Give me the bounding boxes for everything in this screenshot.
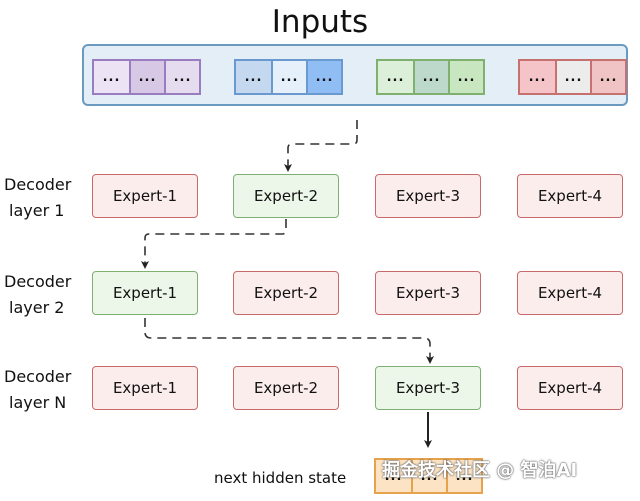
layer-n-expert-4: Expert-4	[517, 366, 623, 410]
input-token: ...	[413, 61, 448, 93]
input-token: ...	[590, 61, 625, 93]
layer-2-label: Decoder layer 2	[4, 269, 94, 321]
layer-1-expert-1: Expert-1	[92, 174, 198, 218]
input-token-group-4: ... ... ...	[518, 59, 627, 95]
input-token: ...	[236, 61, 271, 93]
input-token: ...	[164, 61, 199, 93]
layer-label-line: Decoder	[4, 272, 72, 291]
output-token: ...	[411, 460, 446, 492]
layer-1-expert-4: Expert-4	[517, 174, 623, 218]
layer-1-expert-2: Expert-2	[233, 174, 339, 218]
output-token: ...	[376, 460, 411, 492]
layer-2-expert-4: Expert-4	[517, 271, 623, 315]
route-input-to-layer1	[284, 120, 358, 172]
inputs-panel: ... ... ... ... ... ... ... ... ... ... …	[82, 44, 628, 106]
layer-label-line: layer 2	[9, 298, 65, 317]
layer-2-expert-3: Expert-3	[375, 271, 481, 315]
input-token: ...	[378, 61, 413, 93]
watermark: 掘金技术社区 @ 智泊AI	[382, 460, 578, 481]
route-layer1-to-layer2	[141, 219, 287, 269]
output-token: ...	[446, 460, 481, 492]
layer-1-expert-3: Expert-3	[375, 174, 481, 218]
next-hidden-state-label: next hidden state	[214, 469, 347, 487]
layer-n-expert-2: Expert-2	[233, 366, 339, 410]
input-token: ...	[94, 61, 129, 93]
layer-n-expert-3: Expert-3	[375, 366, 481, 410]
inputs-title: Inputs	[271, 4, 369, 40]
layer-label-line: Decoder	[4, 175, 72, 194]
layer-2-expert-1: Expert-1	[92, 271, 198, 315]
layer-n-expert-1: Expert-1	[92, 366, 198, 410]
layer-label-line: Decoder	[4, 367, 72, 386]
layer-n-label: Decoder layer N	[4, 364, 94, 416]
input-token: ...	[448, 61, 483, 93]
input-token-group-1: ... ... ...	[92, 59, 201, 95]
route-layer2-to-layerN	[144, 318, 434, 364]
input-token: ...	[306, 61, 341, 93]
input-token-group-2: ... ... ...	[234, 59, 343, 95]
input-token: ...	[555, 61, 590, 93]
layer-label-line: layer 1	[9, 201, 65, 220]
input-token: ...	[129, 61, 164, 93]
layer-label-line: layer N	[9, 393, 67, 412]
layer-2-expert-2: Expert-2	[233, 271, 339, 315]
input-token-group-3: ... ... ...	[376, 59, 485, 95]
layer-1-label: Decoder layer 1	[4, 172, 94, 224]
input-token: ...	[520, 61, 555, 93]
output-token-group: ... ... ...	[374, 458, 483, 494]
input-token: ...	[271, 61, 306, 93]
